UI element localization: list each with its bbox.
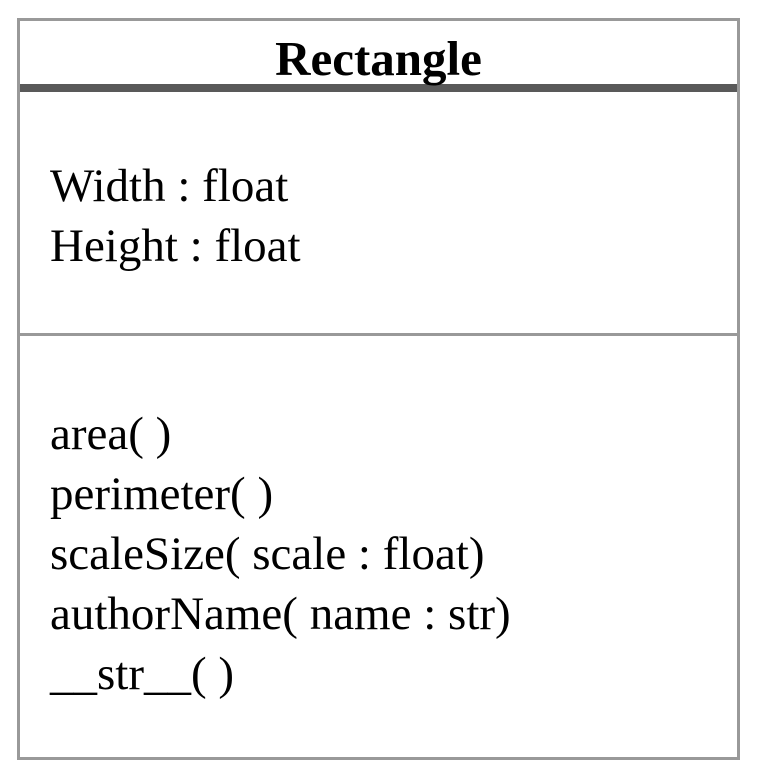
method-list: area( ) perimeter( ) scaleSize( scale : … [50,404,511,704]
attribute-height: Height : float [50,220,301,272]
methods-compartment: area( ) perimeter( ) scaleSize( scale : … [20,336,737,757]
method-area: area( ) [50,408,172,460]
attributes-compartment: Width : float Height : float [20,92,737,336]
class-name-compartment: Rectangle [20,21,737,92]
uml-class-box: Rectangle Width : float Height : float a… [17,18,740,760]
method-author-name: authorName( name : str) [50,588,511,640]
method-perimeter: perimeter( ) [50,468,274,520]
class-name: Rectangle [275,31,482,86]
method-scale-size: scaleSize( scale : float) [50,528,485,580]
attribute-width: Width : float [50,160,289,212]
attribute-list: Width : float Height : float [50,156,301,276]
method-str: __str__( ) [50,648,235,700]
